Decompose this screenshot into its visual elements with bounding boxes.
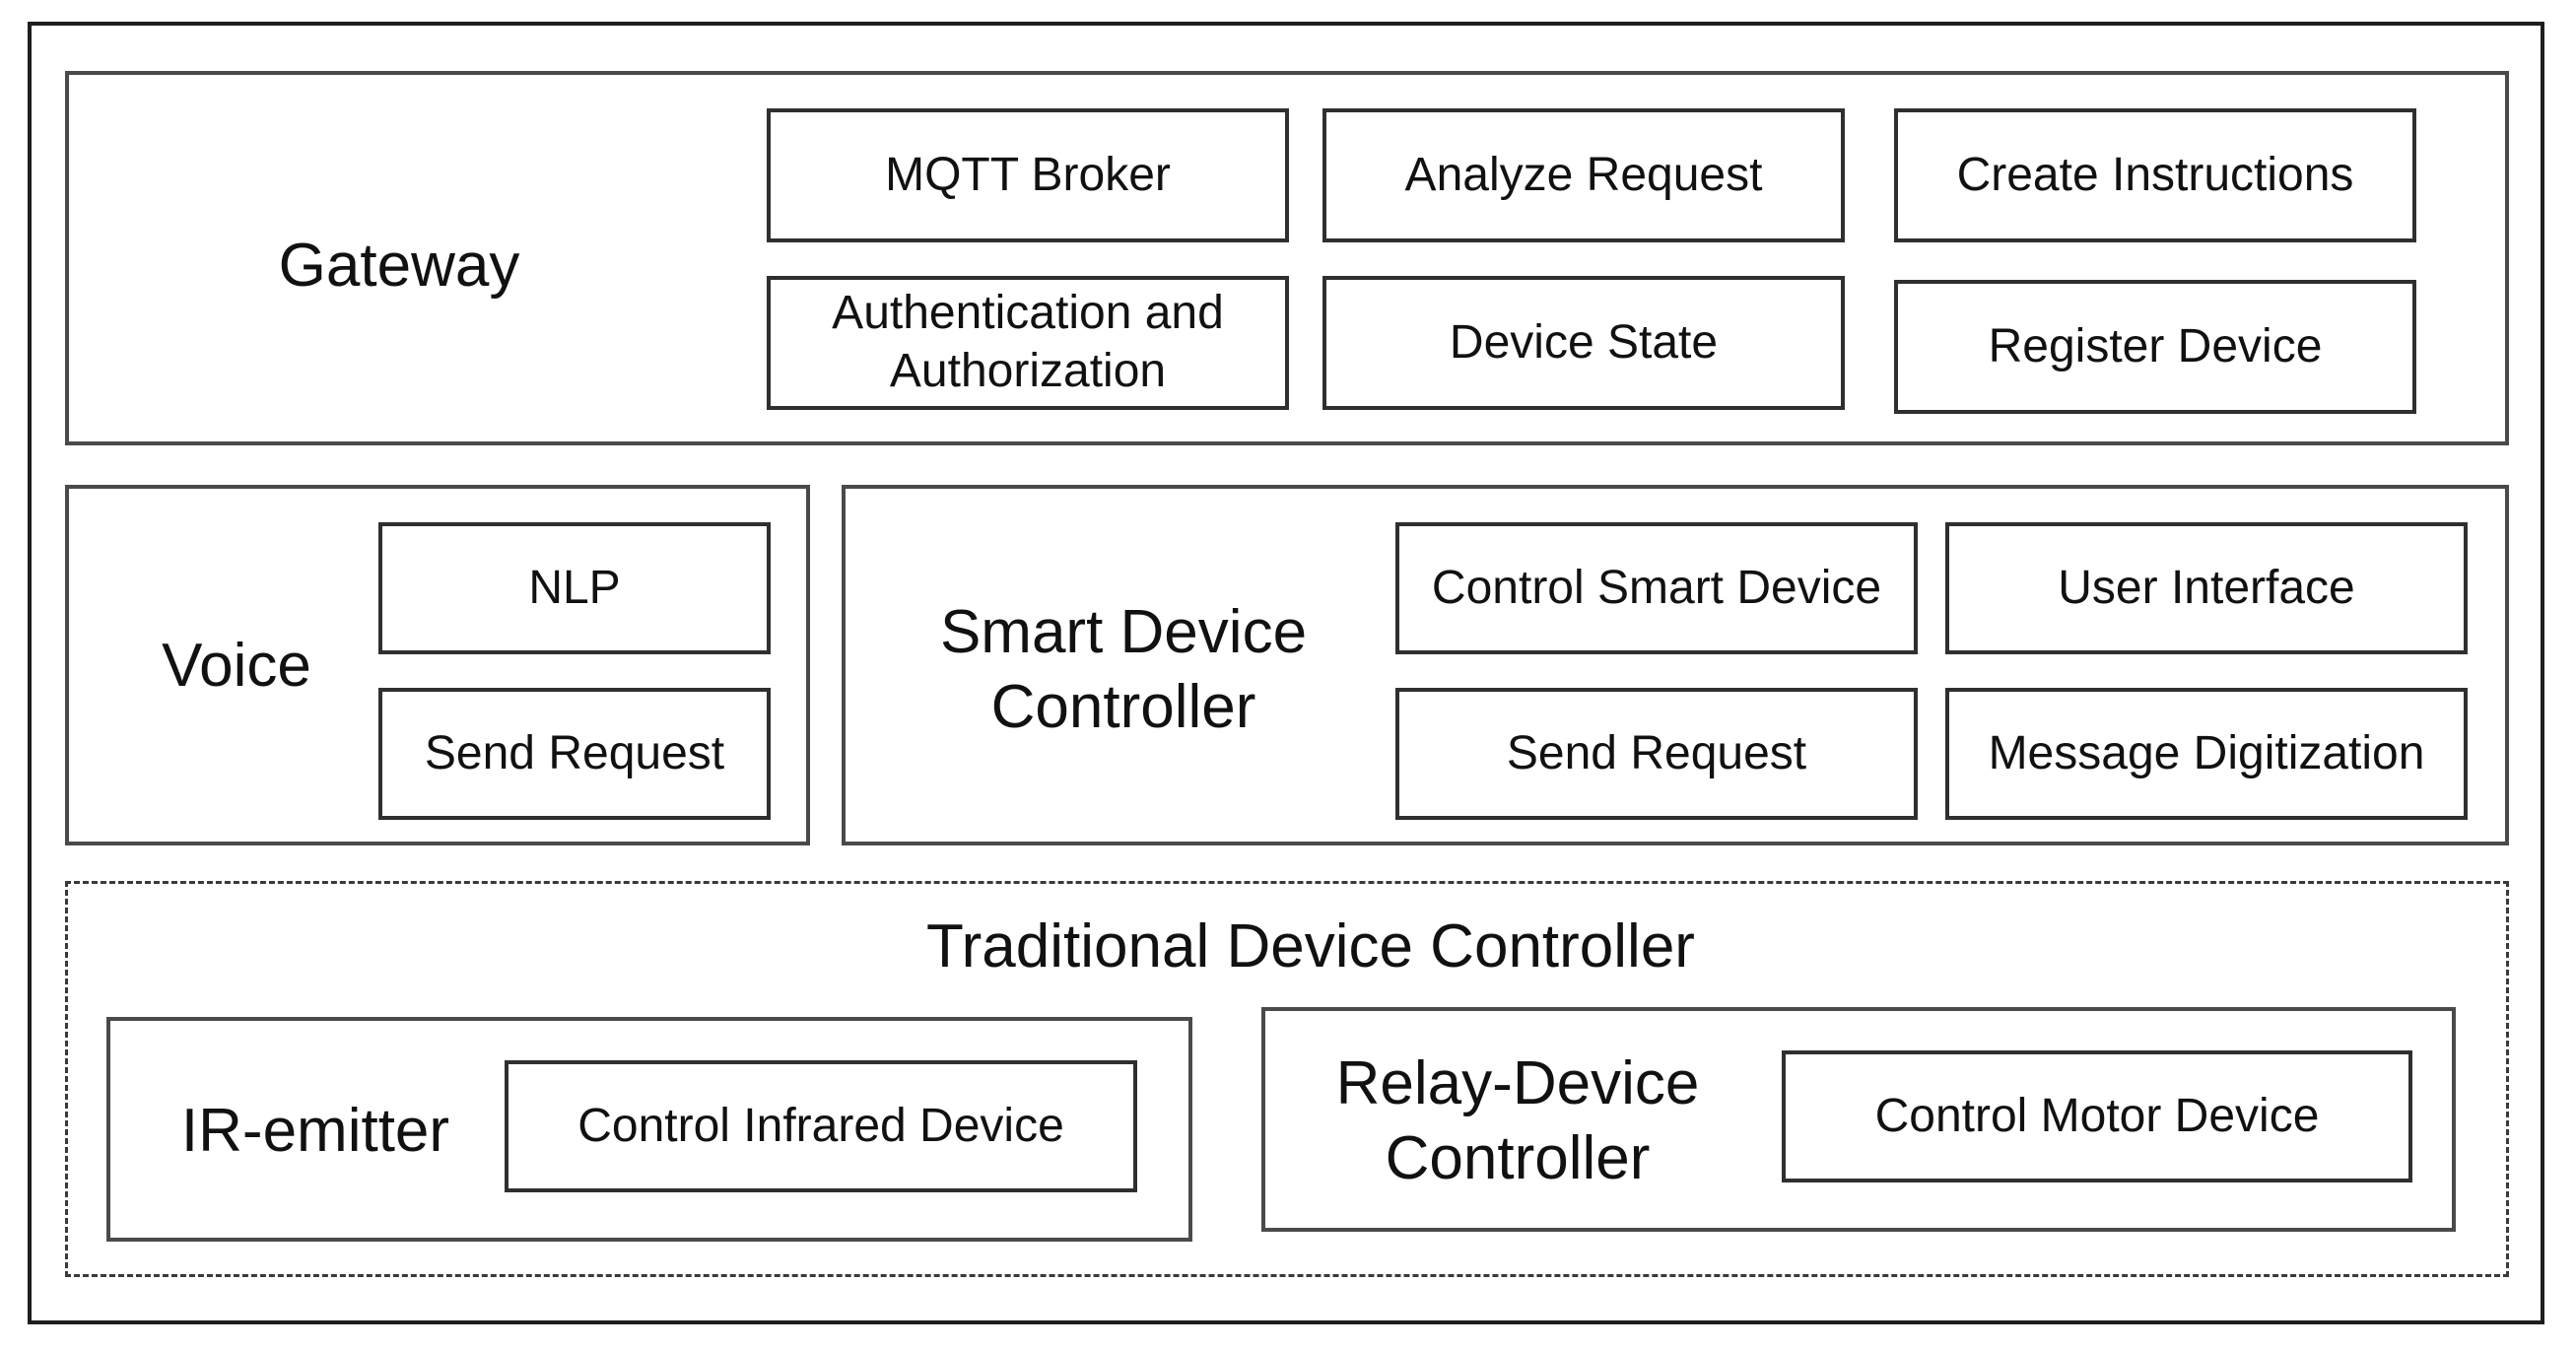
authentication-authorization-box: Authentication and Authorization xyxy=(767,276,1289,410)
smart-device-controller-title: Smart Device Controller xyxy=(939,598,1308,741)
traditional-device-controller-title: Traditional Device Controller xyxy=(926,912,1695,981)
smart-send-request-box: Send Request xyxy=(1395,688,1918,820)
control-infrared-device-box: Control Infrared Device xyxy=(505,1060,1137,1192)
ir-emitter-title: IR-emitter xyxy=(180,1097,450,1166)
voice-title: Voice xyxy=(162,632,311,701)
control-smart-device-box: Control Smart Device xyxy=(1395,522,1918,654)
relay-device-controller-title: Relay-Device Controller xyxy=(1335,1049,1700,1192)
create-instructions-box: Create Instructions xyxy=(1894,108,2416,242)
message-digitization-box: Message Digitization xyxy=(1945,688,2468,820)
control-motor-device-box: Control Motor Device xyxy=(1782,1050,2412,1182)
nlp-box: NLP xyxy=(378,522,771,654)
gateway-title: Gateway xyxy=(278,232,520,301)
mqtt-broker-box: MQTT Broker xyxy=(767,108,1289,242)
traditional-device-controller-module xyxy=(65,881,2509,1277)
analyze-request-box: Analyze Request xyxy=(1322,108,1845,242)
voice-send-request-box: Send Request xyxy=(378,688,771,820)
register-device-box: Register Device xyxy=(1894,280,2416,414)
user-interface-box: User Interface xyxy=(1945,522,2468,654)
device-state-box: Device State xyxy=(1322,276,1845,410)
